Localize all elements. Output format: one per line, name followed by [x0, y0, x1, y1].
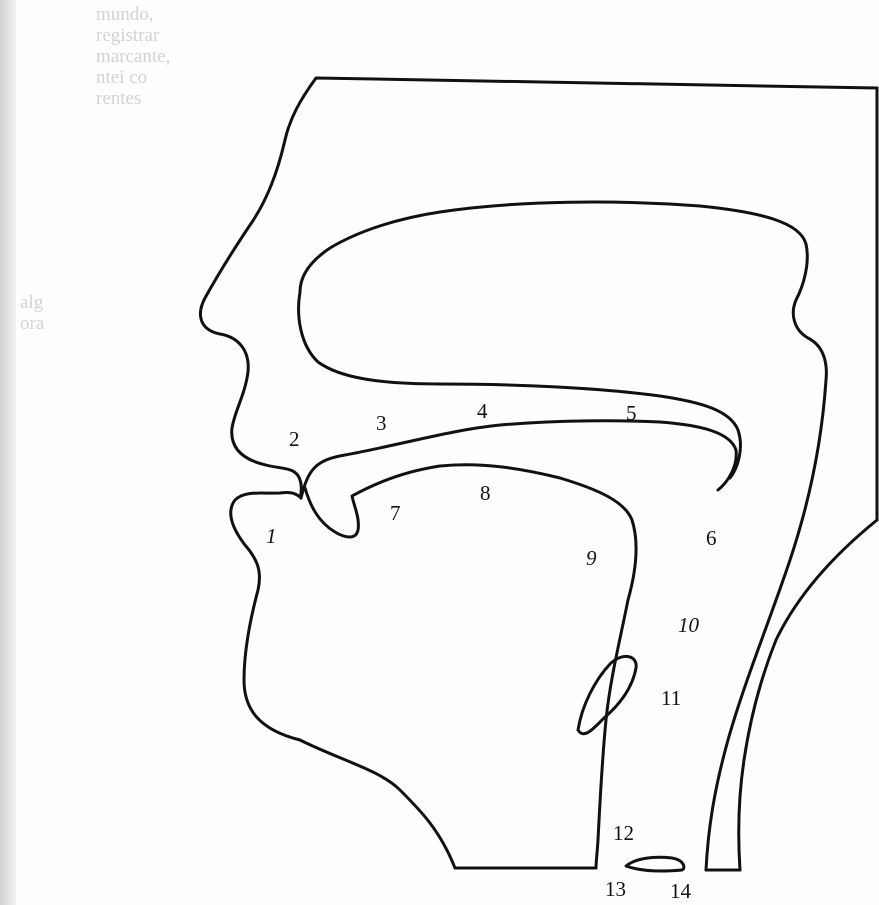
label-3: 3 [376, 411, 387, 435]
jaw-outline [300, 740, 455, 868]
tongue-outline [305, 465, 636, 868]
label-14: 14 [670, 879, 692, 903]
head-profile-outline [200, 78, 877, 498]
label-8: 8 [480, 481, 491, 505]
label-10: 10 [678, 613, 700, 637]
label-1: 1 [266, 524, 277, 548]
label-5: 5 [626, 401, 637, 425]
glottis-outline [626, 857, 684, 871]
label-4: 4 [477, 399, 488, 423]
hard-palate-line [301, 421, 736, 498]
pharyngeal-wall-outline [739, 520, 877, 870]
label-9: 9 [586, 546, 597, 570]
label-13: 13 [605, 877, 626, 901]
label-11: 11 [661, 686, 681, 710]
label-12: 12 [613, 821, 634, 845]
label-6: 6 [706, 526, 717, 550]
label-7: 7 [390, 501, 401, 525]
nasal-cavity-outline [300, 202, 826, 870]
label-2: 2 [289, 427, 300, 451]
